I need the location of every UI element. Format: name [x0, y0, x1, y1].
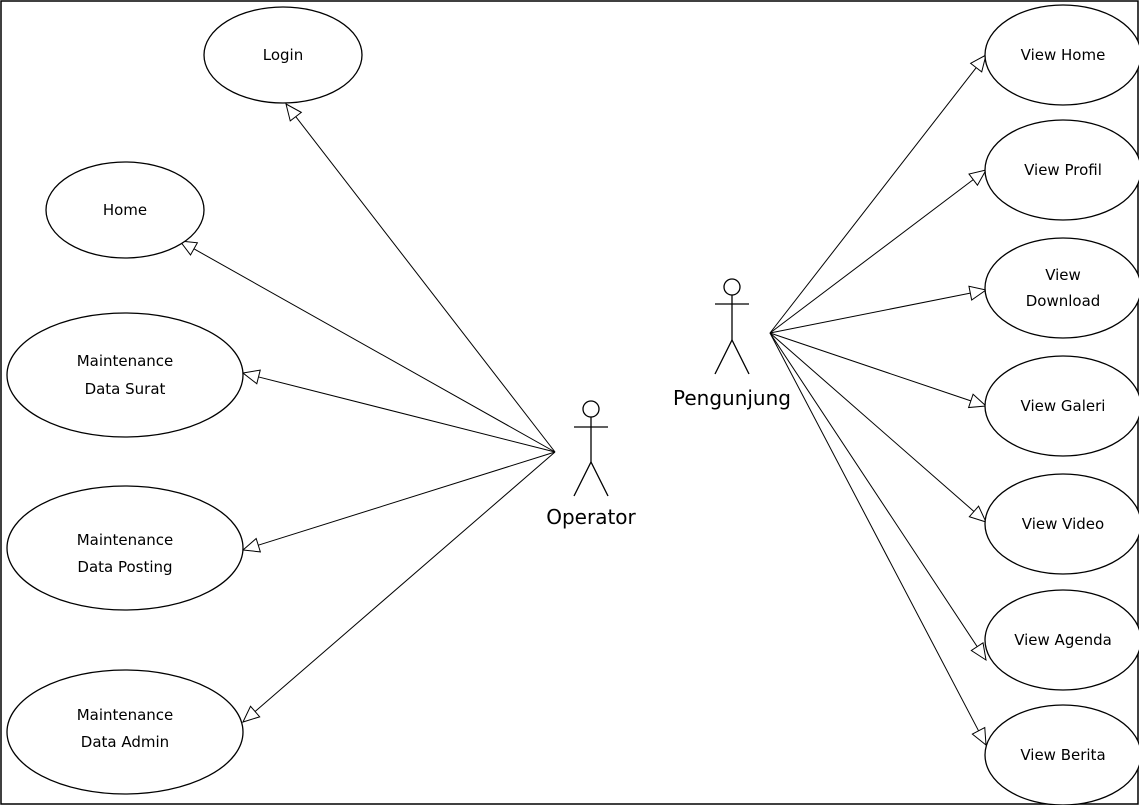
usecase-view-profil-label: View Profil	[1024, 161, 1102, 179]
arrowhead-view_berita	[971, 726, 987, 747]
actor-right-leg	[731, 339, 750, 375]
actor-left-leg	[714, 339, 733, 375]
usecase-maintenance-data-surat: Maintenance Data Surat	[6, 312, 244, 438]
arrowhead-maint_surat	[241, 369, 261, 385]
usecase-view-download-line1: View	[1045, 266, 1081, 284]
usecase-view-agenda-label: View Agenda	[1014, 631, 1112, 649]
arrowhead-view_agenda	[970, 641, 987, 662]
usecase-view-galeri: View Galeri	[984, 355, 1139, 457]
usecase-login-label: Login	[263, 46, 303, 64]
usecase-maintenance-data-posting: Maintenance Data Posting	[6, 485, 244, 611]
usecase-view-berita-label: View Berita	[1020, 746, 1105, 764]
usecase-view-profil: View Profil	[984, 119, 1139, 221]
usecase-view-agenda: View Agenda	[984, 589, 1139, 691]
association-line-operator-home	[193, 248, 556, 453]
association-line-pengunjung-view_home	[769, 67, 977, 334]
actor-pengunjung-label: Pengunjung	[673, 386, 791, 410]
usecase-maintenance-data-posting-line1: Maintenance	[77, 531, 174, 549]
usecase-view-video-label: View Video	[1022, 515, 1104, 533]
arrowhead-view_video	[968, 505, 987, 523]
usecase-view-home: View Home	[984, 4, 1139, 106]
association-line-pengunjung-view_galeri	[769, 332, 972, 402]
usecase-maintenance-data-surat-line2: Data Surat	[85, 380, 166, 398]
usecase-home-label: Home	[103, 201, 147, 219]
association-line-pengunjung-view_profil	[769, 179, 974, 334]
actor-left-leg	[573, 461, 592, 497]
actor-head	[723, 278, 741, 296]
usecase-maintenance-data-surat-line1: Maintenance	[77, 352, 174, 370]
actor-operator: Operator	[546, 400, 637, 529]
usecase-login: Login	[203, 6, 363, 104]
actor-operator-label: Operator	[546, 505, 636, 529]
arrowhead-home	[178, 240, 199, 256]
usecase-view-video: View Video	[984, 473, 1139, 575]
arrowhead-view_profil	[968, 169, 987, 187]
usecase-view-galeri-label: View Galeri	[1021, 397, 1106, 415]
association-line-pengunjung-view_agenda	[769, 332, 978, 647]
actor-pengunjung: Pengunjung	[673, 278, 791, 410]
usecase-maintenance-data-posting-line2: Data Posting	[77, 558, 172, 576]
arrowhead-maint_admin	[242, 705, 261, 723]
association-layer	[178, 54, 988, 747]
arrowhead-view_galeri	[967, 393, 988, 409]
association-line-operator-maint_surat	[258, 376, 556, 453]
association-line-operator-maint_admin	[254, 451, 556, 712]
usecase-maintenance-data-admin-line1: Maintenance	[77, 706, 174, 724]
usecase-maintenance-data-admin-line2: Data Admin	[81, 733, 169, 751]
association-line-operator-login	[295, 116, 556, 453]
usecase-view-download-line2: Download	[1026, 292, 1101, 310]
actor-head	[582, 400, 600, 418]
arrowhead-view_home	[969, 54, 987, 73]
association-line-pengunjung-view_download	[769, 292, 971, 334]
association-line-operator-maint_posting	[258, 451, 556, 546]
usecase-maintenance-data-admin: Maintenance Data Admin	[6, 669, 244, 795]
usecase-home: Home	[45, 161, 205, 259]
arrowhead-maint_posting	[241, 537, 262, 553]
association-line-pengunjung-view_video	[769, 332, 975, 512]
usecase-view-download: View Download	[984, 237, 1139, 339]
association-line-pengunjung-view_berita	[769, 332, 980, 732]
arrowhead-login	[285, 103, 303, 122]
actor-right-leg	[590, 461, 609, 497]
usecase-view-home-label: View Home	[1021, 46, 1106, 64]
usecase-view-berita: View Berita	[984, 704, 1139, 805]
arrowhead-view_download	[968, 285, 988, 301]
